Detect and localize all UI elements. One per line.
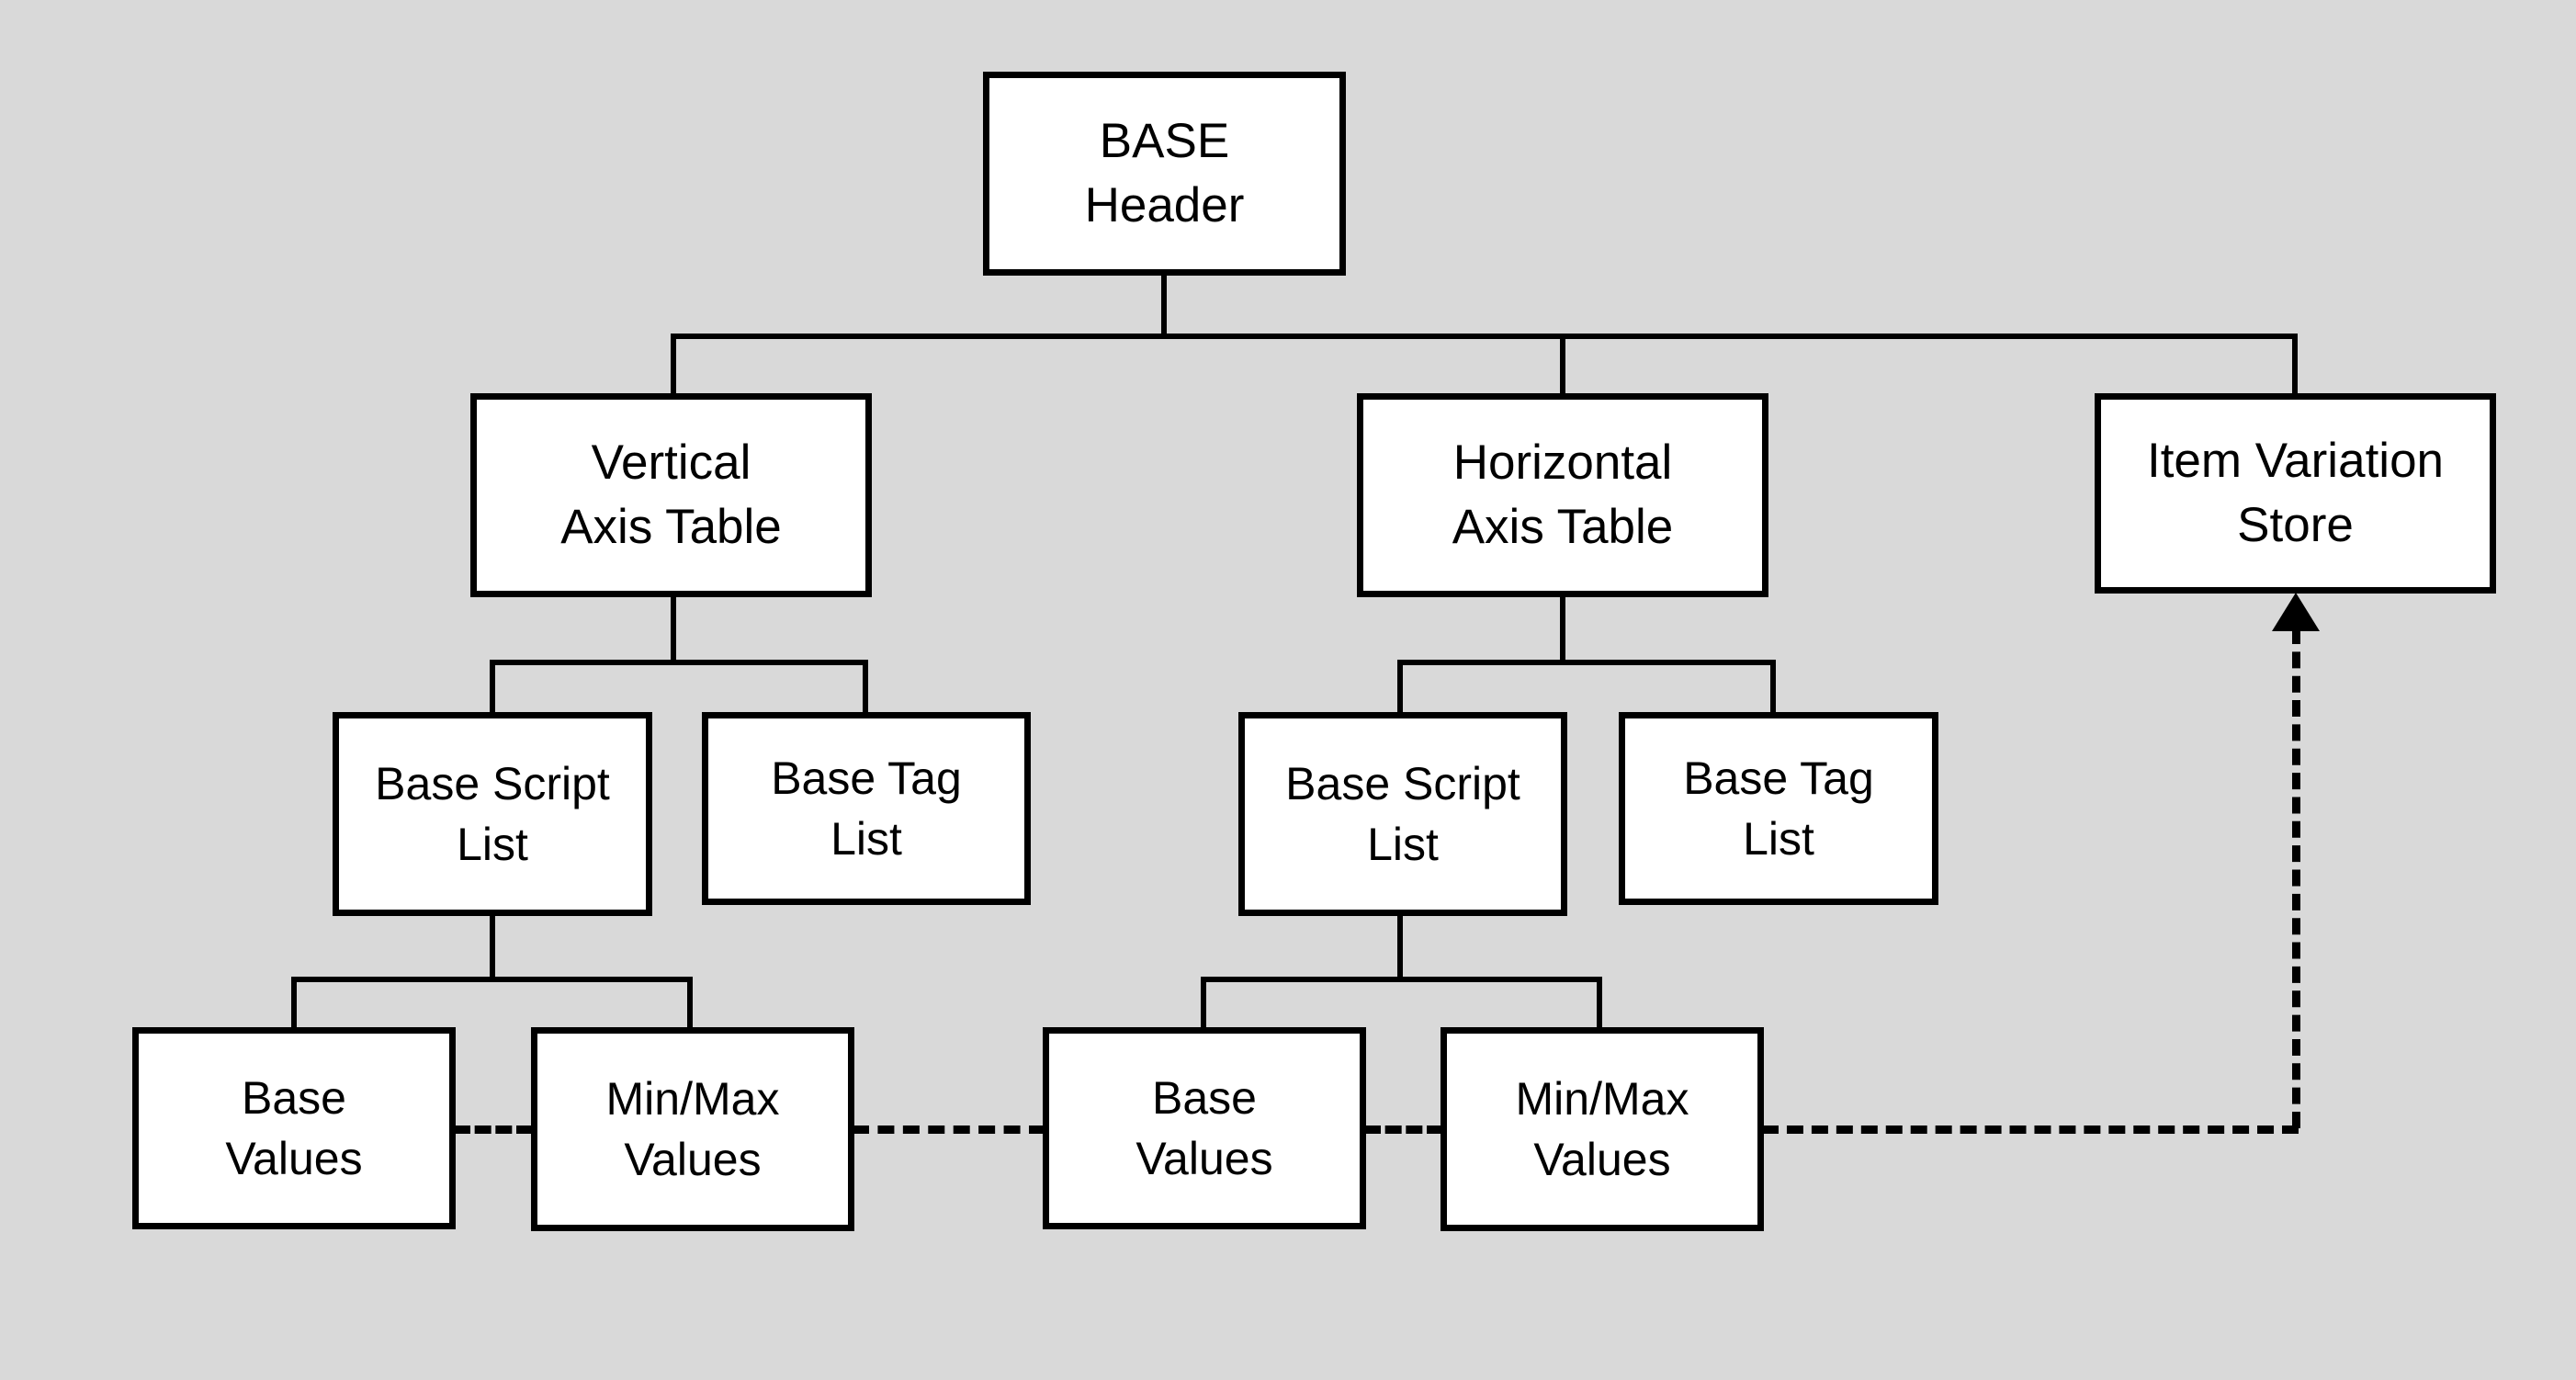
connector-row2-drop-vertical-axis [671, 334, 676, 395]
node-horizontal-axis-table[interactable]: Horizontal Axis Table [1357, 393, 1768, 597]
dashed-link-right-bv-to-right-minmax [1364, 1125, 1443, 1134]
node-right-base-script-list-line1: Base Script [1285, 758, 1520, 809]
node-right-base-tag-list-line1: Base Tag [1683, 752, 1874, 804]
node-left-min-max-values[interactable]: Min/Max Values [531, 1027, 854, 1231]
node-base-header-line2: Header [1084, 178, 1245, 232]
arrowhead-to-item-variation-store [2272, 593, 2320, 631]
node-vertical-axis-table-line1: Vertical [591, 435, 751, 491]
connector-right-row4-drop-minmax [1597, 977, 1602, 1032]
node-horizontal-axis-table-line1: Horizontal [1452, 435, 1673, 491]
node-left-base-script-list-line1: Base Script [375, 758, 610, 809]
dashed-link-left-minmax-to-right-bv [853, 1125, 1045, 1134]
connector-base-header-stem [1161, 274, 1167, 338]
connector-right-row4-bus [1201, 977, 1602, 982]
dashed-link-left-bv-to-left-minmax [454, 1125, 533, 1134]
node-right-base-script-list-line2: List [1367, 819, 1439, 870]
connector-left-row4-drop-minmax [687, 977, 693, 1032]
node-left-min-max-values-line2: Values [624, 1134, 762, 1185]
connector-right-row3-drop-tag [1770, 660, 1776, 715]
node-base-header-line1: BASE [1099, 114, 1230, 169]
node-right-base-tag-list[interactable]: Base Tag List [1619, 712, 1938, 905]
connector-left-script-stem [490, 914, 495, 981]
node-item-variation-store-line1: Item Variation [2146, 434, 2445, 489]
node-horizontal-axis-table-line2: Axis Table [1452, 500, 1674, 554]
node-right-min-max-values-line1: Min/Max [1515, 1073, 1689, 1125]
node-left-min-max-values-line1: Min/Max [605, 1073, 780, 1125]
node-left-base-tag-list-line1: Base Tag [771, 752, 962, 804]
node-left-base-script-list[interactable]: Base Script List [333, 712, 652, 916]
node-left-base-values-line2: Values [225, 1133, 363, 1184]
node-item-variation-store-line2: Store [2237, 498, 2354, 552]
connector-right-row3-bus [1397, 660, 1776, 665]
node-right-base-tag-list-line2: List [1743, 813, 1814, 865]
connector-left-row4-bus [291, 977, 693, 982]
connector-left-row3-bus [490, 660, 868, 665]
connector-row2-bus [671, 334, 2298, 339]
connector-left-row3-drop-tag [863, 660, 868, 715]
node-right-min-max-values[interactable]: Min/Max Values [1441, 1027, 1764, 1231]
node-base-header[interactable]: BASE Header [983, 72, 1346, 276]
node-vertical-axis-table[interactable]: Vertical Axis Table [470, 393, 872, 597]
connector-row2-drop-item-variation [2292, 334, 2298, 395]
node-right-base-values-line1: Base [1152, 1072, 1257, 1124]
connector-left-row3-drop-script [490, 660, 495, 715]
connector-right-row3-drop-script [1397, 660, 1403, 715]
connector-right-script-stem [1397, 914, 1403, 981]
node-item-variation-store[interactable]: Item Variation Store [2095, 393, 2496, 594]
node-left-base-script-list-line2: List [457, 819, 528, 870]
connector-right-row4-drop-base-values [1201, 977, 1206, 1032]
dashed-link-right-minmax-to-store [1762, 1125, 2299, 1134]
dashed-link-vertical-to-store [2292, 628, 2300, 1128]
node-vertical-axis-table-line2: Axis Table [560, 500, 782, 554]
connector-row2-drop-horizontal-axis [1560, 334, 1565, 395]
node-left-base-tag-list-line2: List [830, 813, 902, 865]
node-right-min-max-values-line2: Values [1533, 1134, 1671, 1185]
node-left-base-tag-list[interactable]: Base Tag List [702, 712, 1031, 905]
connector-horizontal-axis-stem [1560, 595, 1565, 664]
connector-left-row4-drop-base-values [291, 977, 297, 1032]
node-left-base-values-line1: Base [242, 1072, 346, 1124]
node-right-base-values-line2: Values [1135, 1133, 1273, 1184]
node-right-base-values[interactable]: Base Values [1043, 1027, 1366, 1229]
node-right-base-script-list[interactable]: Base Script List [1238, 712, 1567, 916]
node-left-base-values[interactable]: Base Values [132, 1027, 456, 1229]
connector-vertical-axis-stem [671, 595, 676, 664]
